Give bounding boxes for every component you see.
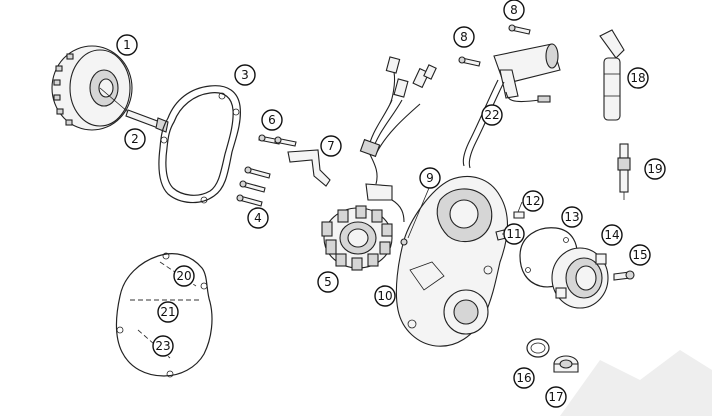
callout-2-label: 2: [131, 132, 139, 146]
callout-9: 9: [419, 167, 441, 189]
callout-1: 1: [116, 34, 138, 56]
callout-8b-label: 8: [460, 30, 468, 44]
callout-17: 17: [545, 386, 567, 408]
coil-screws: [458, 24, 531, 67]
callout-23: 23: [152, 335, 174, 357]
callout-20: 20: [173, 265, 195, 287]
callout-21-label: 21: [160, 305, 175, 319]
screw-plug: [553, 355, 579, 373]
stator-assembly: [321, 56, 437, 271]
callout-8a: 8: [503, 0, 525, 21]
cable-bracket: [287, 149, 331, 187]
callout-16-label: 16: [516, 371, 531, 385]
cover-screws: [236, 166, 271, 207]
callout-19-label: 19: [647, 162, 662, 176]
inspection-cover: [551, 247, 609, 309]
callout-5-label: 5: [324, 275, 332, 289]
callout-11-label: 11: [506, 227, 521, 241]
generator-cover: [395, 176, 509, 347]
callout-8b: 8: [453, 26, 475, 48]
bracket-screws: [258, 134, 297, 147]
callout-14: 14: [601, 224, 623, 246]
callout-4: 4: [247, 207, 269, 229]
callout-3: 3: [234, 64, 256, 86]
callout-18-label: 18: [630, 71, 645, 85]
flywheel-rotor: [51, 45, 133, 131]
callout-8a-label: 8: [510, 3, 518, 17]
cover-gasket: [158, 85, 241, 204]
callout-15-label: 15: [632, 248, 647, 262]
callout-6: 6: [261, 109, 283, 131]
callout-21: 21: [157, 301, 179, 323]
callout-14-label: 14: [604, 228, 619, 242]
callout-2: 2: [124, 128, 146, 150]
o-ring: [526, 338, 550, 358]
callout-16: 16: [513, 367, 535, 389]
callout-13-label: 13: [564, 210, 579, 224]
background-watermark: [560, 350, 712, 416]
callout-22-label: 22: [484, 108, 499, 122]
callout-20-label: 20: [176, 269, 191, 283]
rotor-bolt: [99, 87, 169, 133]
cover-screw: [613, 270, 635, 281]
callout-11: 11: [503, 223, 525, 245]
callout-23-label: 23: [155, 339, 170, 353]
small-fasteners: [400, 211, 525, 246]
callout-13: 13: [561, 206, 583, 228]
callout-10: 10: [374, 285, 396, 307]
callout-19: 19: [644, 158, 666, 180]
callout-7: 7: [320, 135, 342, 157]
callout-4-label: 4: [254, 211, 262, 225]
callout-10-label: 10: [377, 289, 392, 303]
spark-plug: [617, 143, 631, 200]
callout-7-label: 7: [327, 139, 335, 153]
callout-12-label: 12: [525, 194, 540, 208]
callout-17-label: 17: [548, 390, 563, 404]
ignition-coil: [462, 43, 561, 169]
callout-6-label: 6: [268, 113, 276, 127]
callout-1-label: 1: [123, 38, 131, 52]
callout-9-label: 9: [426, 171, 434, 185]
callout-15: 15: [629, 244, 651, 266]
callout-5: 5: [317, 271, 339, 293]
callout-3-label: 3: [241, 68, 249, 82]
callout-18: 18: [627, 67, 649, 89]
callout-22: 22: [481, 104, 503, 126]
callout-12: 12: [522, 190, 544, 212]
spark-plug-cap: [599, 29, 625, 121]
